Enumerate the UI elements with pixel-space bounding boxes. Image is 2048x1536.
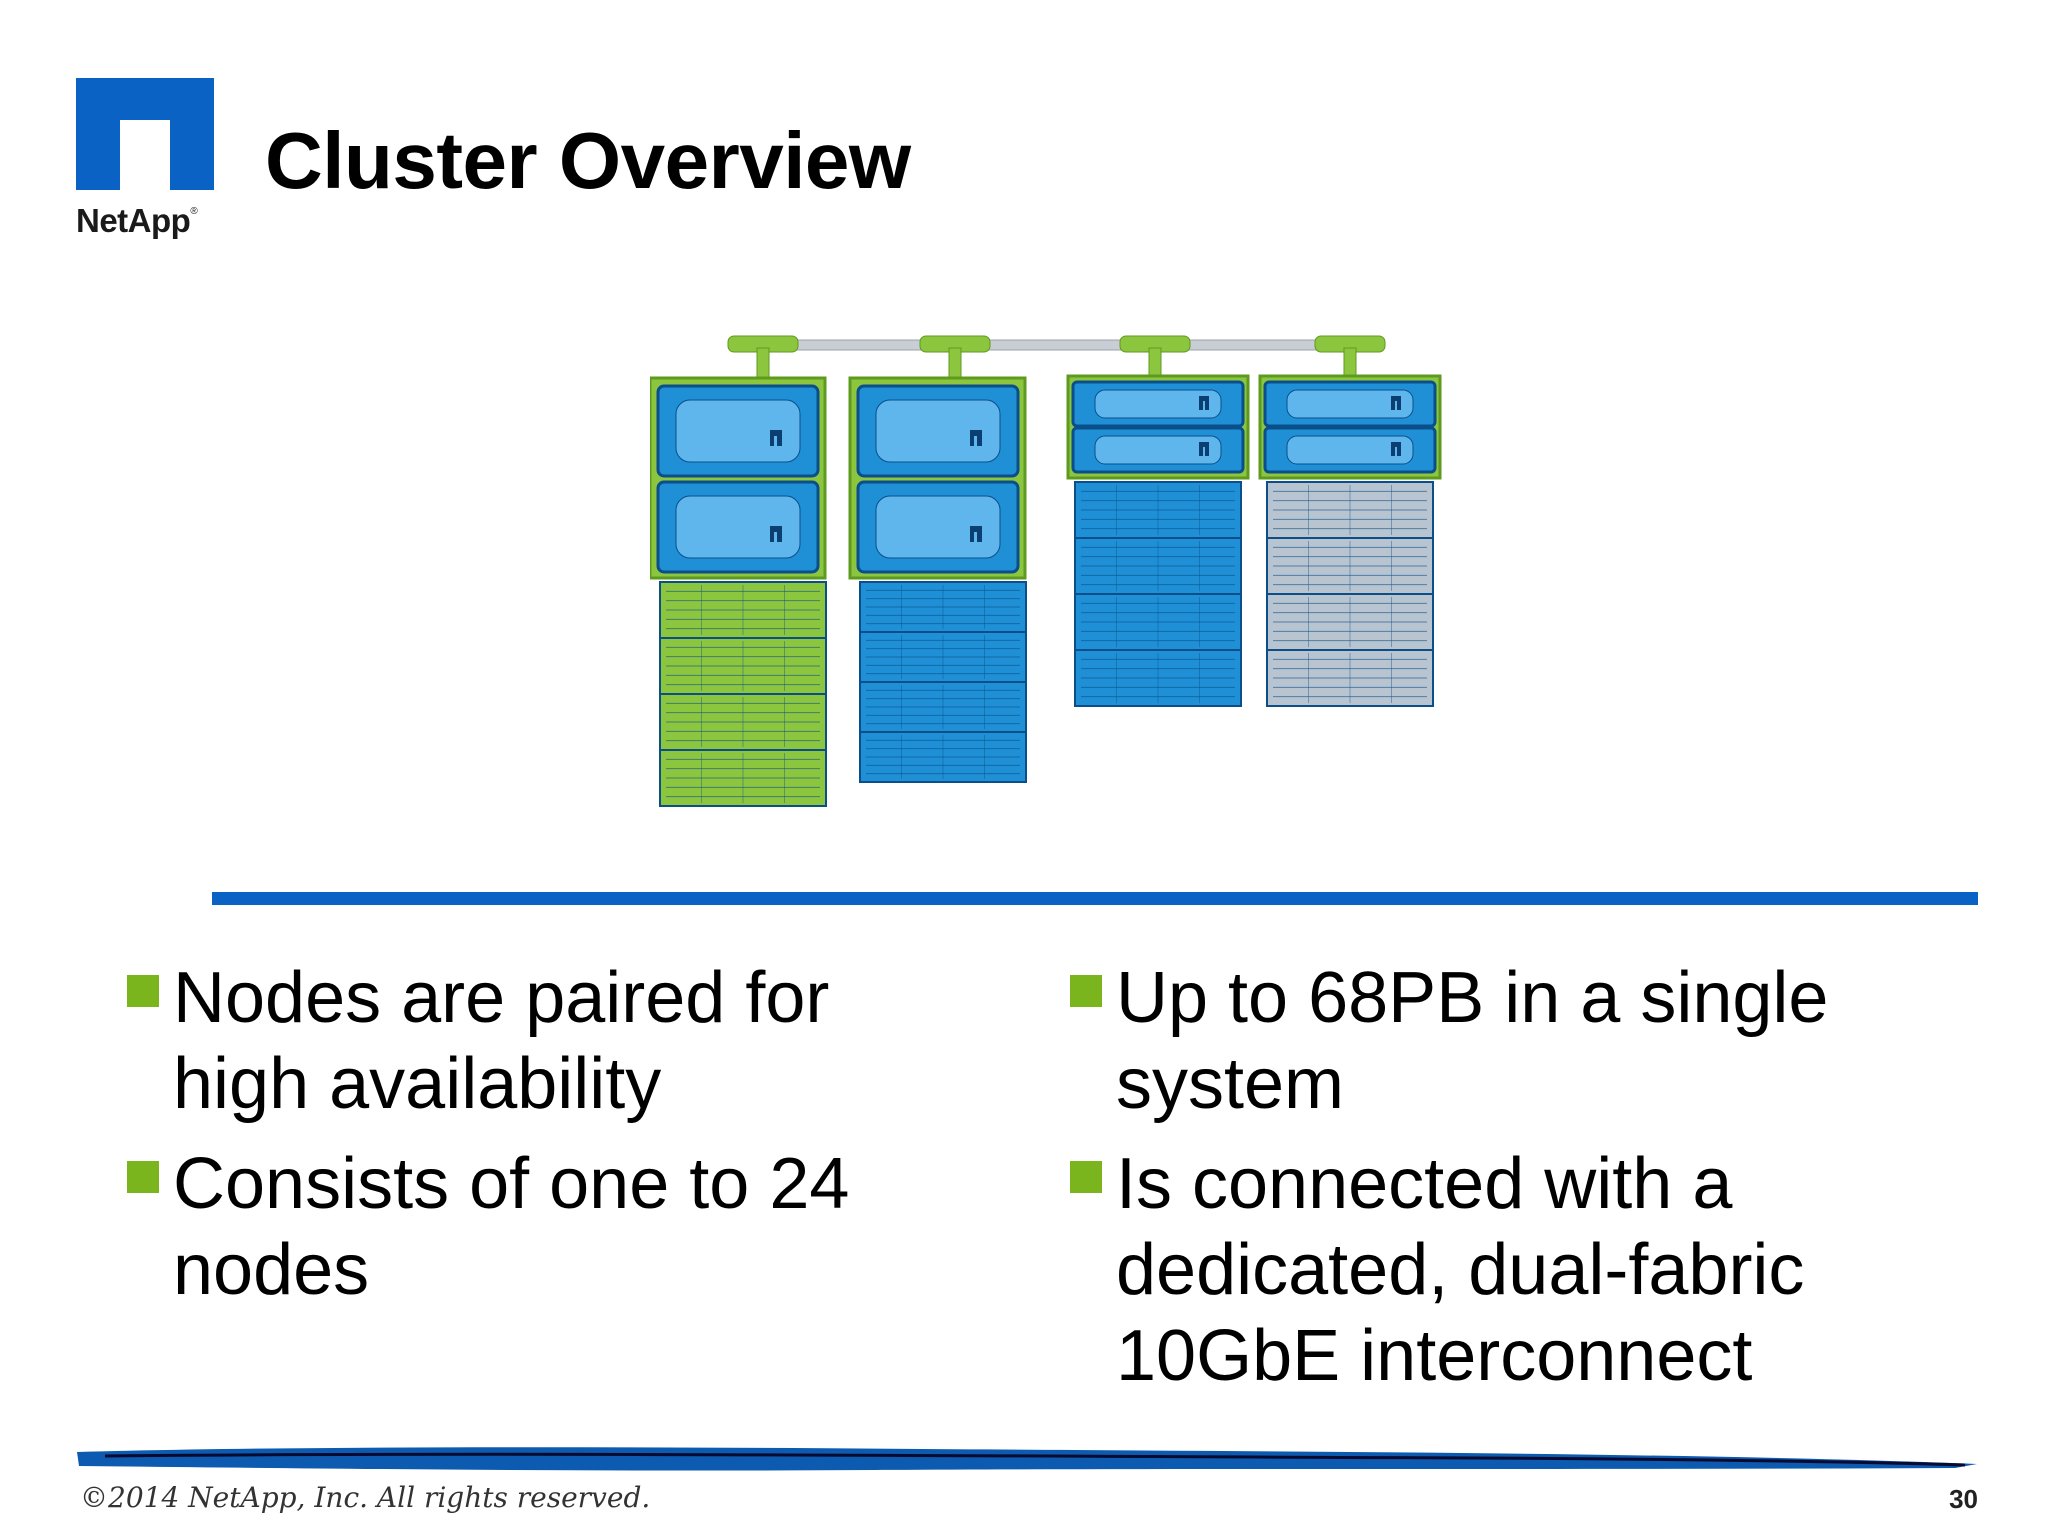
bullet-text: Consists of one to 24 nodes [173, 1144, 850, 1310]
controller-face [875, 399, 1001, 463]
bullet-item: Up to 68PB in a single system [1068, 955, 1988, 1127]
controller-face [875, 495, 1001, 559]
interconnect-bar [727, 339, 1369, 351]
controller-badge [1391, 442, 1401, 456]
page-title: Cluster Overview [265, 116, 911, 205]
controller-face [1094, 389, 1222, 419]
storage-cluster-icon [650, 335, 1442, 807]
square-bullet-icon [127, 1161, 159, 1193]
logo-text: NetApp® [76, 202, 198, 239]
controller-badge [770, 526, 782, 542]
controller-face [1094, 435, 1222, 465]
netapp-logo-icon [76, 78, 214, 190]
bullet-text: Is connected with a dedicated, dual-fabr… [1116, 1144, 1805, 1396]
bullet-item: Consists of one to 24 nodes [125, 1141, 985, 1313]
bullet-list-left: Nodes are paired for high availability C… [125, 955, 985, 1327]
interconnect-drop [948, 347, 962, 379]
bullet-item: Is connected with a dedicated, dual-fabr… [1068, 1141, 1988, 1399]
bullet-list-right: Up to 68PB in a single system Is connect… [1068, 955, 1988, 1413]
interconnect-drop [1148, 347, 1162, 379]
interconnect-drop [1343, 347, 1357, 379]
controller-badge [970, 430, 982, 446]
controller-face [675, 399, 801, 463]
bullet-item: Nodes are paired for high availability [125, 955, 985, 1127]
controller-badge [1199, 442, 1209, 456]
interconnect-drop [756, 347, 770, 379]
brush-stroke-divider [77, 1447, 1977, 1471]
netapp-logo: NetApp® [76, 78, 226, 248]
controller-badge [1391, 396, 1401, 410]
controller-face [675, 495, 801, 559]
square-bullet-icon [1070, 1161, 1102, 1193]
controller-badge [770, 430, 782, 446]
bullet-text: Nodes are paired for high availability [173, 958, 830, 1124]
controller-badge [1199, 396, 1209, 410]
controller-face [1286, 389, 1414, 419]
page-number: 30 [1949, 1484, 1978, 1514]
controller-badge [970, 526, 982, 542]
copyright-text: ©2014 NetApp, Inc. All rights reserved. [80, 1481, 651, 1514]
square-bullet-icon [127, 975, 159, 1007]
registered-mark: ® [190, 206, 198, 217]
square-bullet-icon [1070, 975, 1102, 1007]
controller-face [1286, 435, 1414, 465]
bullet-text: Up to 68PB in a single system [1116, 958, 1829, 1124]
section-divider [212, 892, 1978, 905]
